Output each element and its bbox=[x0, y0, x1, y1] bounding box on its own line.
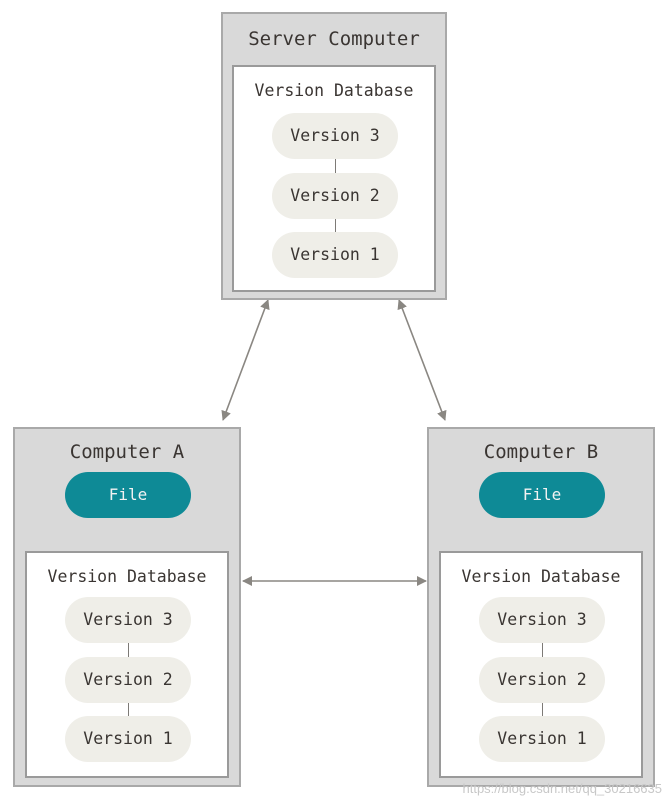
version-link bbox=[128, 703, 129, 717]
computer-a-version-database: Version Database Version 3 Version 2 Ver… bbox=[25, 551, 229, 778]
version-2-node: Version 2 bbox=[479, 657, 605, 703]
server-version-database: Version Database Version 3 Version 2 Ver… bbox=[232, 65, 436, 292]
version-link bbox=[335, 219, 336, 233]
version-link bbox=[335, 159, 336, 173]
file-node: File bbox=[479, 472, 605, 518]
computer-b-title: Computer B bbox=[483, 441, 599, 463]
arrow-server-computer-a bbox=[221, 299, 270, 421]
computer-b-version-database: Version Database Version 3 Version 2 Ver… bbox=[439, 551, 643, 778]
version-2-node: Version 2 bbox=[65, 657, 191, 703]
version-3-node: Version 3 bbox=[65, 597, 191, 643]
database-title: Version Database bbox=[461, 567, 621, 586]
version-link bbox=[542, 703, 543, 717]
database-title: Version Database bbox=[254, 81, 414, 100]
computer-b-box: Computer B File Version Database Version… bbox=[427, 427, 655, 787]
version-1-node: Version 1 bbox=[65, 716, 191, 762]
version-link bbox=[542, 643, 543, 657]
server-computer-title: Server Computer bbox=[248, 28, 420, 50]
file-node: File bbox=[65, 472, 191, 518]
database-title: Version Database bbox=[47, 567, 207, 586]
version-1-node: Version 1 bbox=[272, 232, 398, 278]
server-computer-box: Server Computer Version Database Version… bbox=[221, 12, 447, 300]
version-link bbox=[128, 643, 129, 657]
computer-a-title: Computer A bbox=[69, 441, 185, 463]
version-3-node: Version 3 bbox=[479, 597, 605, 643]
version-2-node: Version 2 bbox=[272, 173, 398, 219]
arrow-server-computer-b bbox=[397, 299, 447, 421]
computer-a-box: Computer A File Version Database Version… bbox=[13, 427, 241, 787]
version-1-node: Version 1 bbox=[479, 716, 605, 762]
watermark-text: https://blog.csdn.net/qq_30216635 bbox=[462, 781, 663, 796]
version-3-node: Version 3 bbox=[272, 113, 398, 159]
